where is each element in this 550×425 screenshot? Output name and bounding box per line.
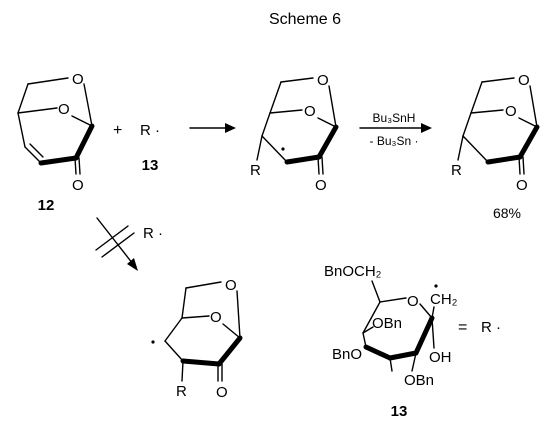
radical-intermediate-structure: O O R O: [250, 72, 339, 194]
plus-sign: +: [113, 122, 122, 139]
radical-reagent: R ·: [140, 122, 160, 139]
label-obn-ring: OBn: [372, 315, 402, 332]
carbonyl-oxygen-intermediate: O: [315, 177, 327, 194]
reaction-arrow-2: [359, 123, 432, 133]
label-bno-left: BnO: [332, 346, 362, 363]
bridge-oxygen-product: O: [518, 72, 530, 89]
compound-12-structure: O O O 12: [17, 71, 95, 214]
bridge-oxygen-12: O: [72, 71, 84, 88]
ring-oxygen-alt: O: [210, 309, 222, 326]
scheme-title: Scheme 6: [269, 11, 341, 28]
ring-oxygen-product: O: [505, 103, 517, 120]
bridge-oxygen-intermediate: O: [317, 72, 329, 89]
alternative-radical-structure: O O R O: [151, 277, 243, 401]
label-bnoch2: BnOCH₂: [324, 263, 382, 280]
radical-dot-alt: [151, 340, 155, 344]
radical-dot-sugar: [434, 284, 438, 288]
radical-reagent-blocked: R ·: [143, 225, 163, 242]
carbonyl-oxygen-alt: O: [216, 384, 228, 401]
radical-dot-intermediate: [281, 147, 285, 151]
reaction-arrow-1: [189, 123, 236, 133]
r-group-alt: R: [176, 383, 187, 400]
product-yield: 68%: [493, 205, 521, 221]
carbonyl-oxygen-12: O: [72, 177, 84, 194]
carbonyl-oxygen-product: O: [516, 177, 528, 194]
r-group-product: R: [451, 162, 462, 179]
ring-oxygen-12: O: [58, 101, 70, 118]
byproduct-bu3sn-radical: - Bu₃Sn ·: [370, 134, 419, 148]
equals-sign: =: [458, 319, 467, 336]
compound-13-label-bottom: 13: [391, 403, 408, 420]
glycosyl-radical-structure: BnOCH₂ O CH₂ OBn BnO OBn OH: [324, 263, 458, 389]
label-ch2: CH₂: [430, 291, 458, 308]
blocked-reaction-arrow: [95, 217, 138, 271]
label-obn-bottom: OBn: [404, 372, 434, 389]
r-group-intermediate: R: [250, 162, 261, 179]
compound-13-label-top: 13: [142, 157, 159, 174]
bridge-oxygen-alt: O: [225, 277, 237, 294]
label-oh: OH: [429, 349, 452, 366]
compound-12-label: 12: [38, 197, 55, 214]
product-structure: O O R O: [451, 72, 540, 194]
ring-oxygen-intermediate: O: [304, 103, 316, 120]
r-radical-definition: R ·: [481, 319, 501, 336]
ring-oxygen-sugar: O: [407, 293, 419, 310]
reagent-bu3snh: Bu₃SnH: [373, 111, 416, 125]
